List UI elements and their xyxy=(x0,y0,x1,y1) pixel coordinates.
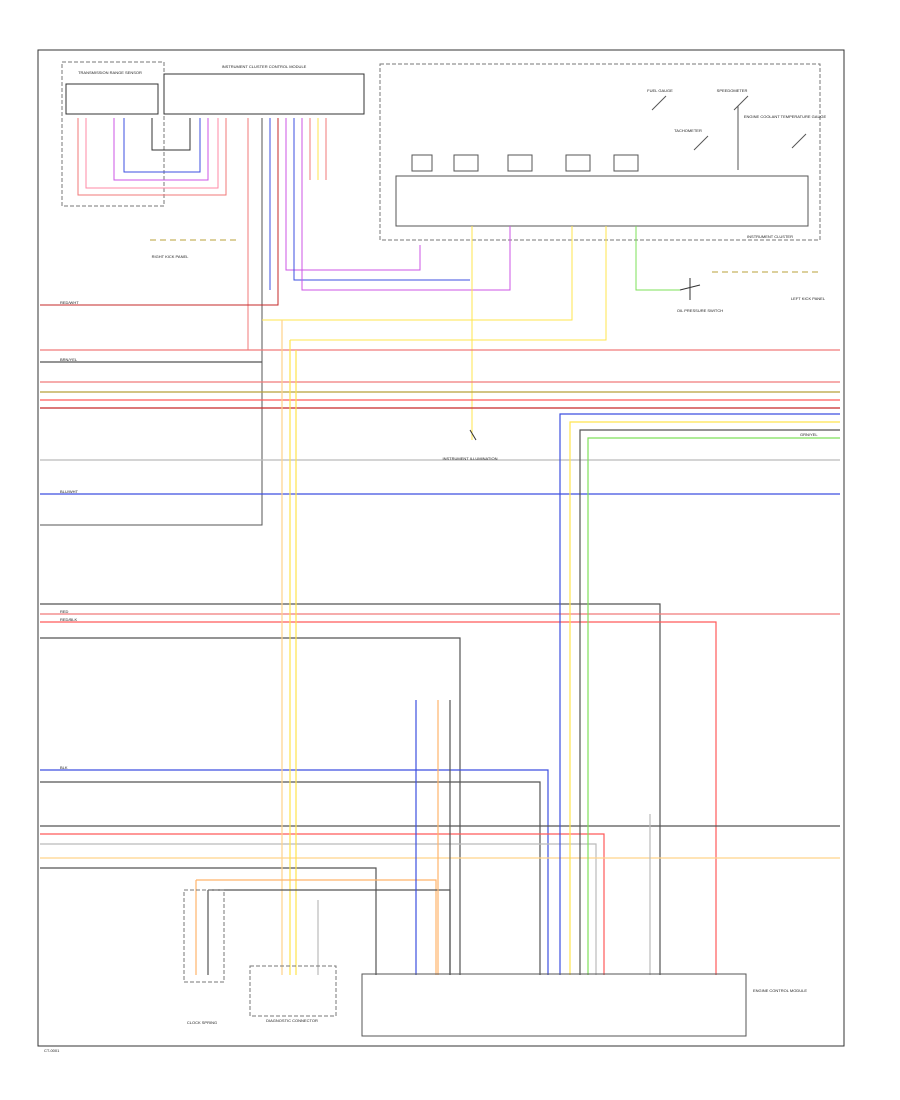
module-output-wires xyxy=(40,118,511,526)
diagnostic-connector: DIAGNOSTIC CONNECTOR xyxy=(249,965,337,1023)
speedometer-label: SPEEDOMETER xyxy=(717,88,748,93)
diag-feed-wires xyxy=(195,320,451,975)
instrument-illumination-label: INSTRUMENT ILLUMINATION xyxy=(443,456,498,461)
right-kick-panel-ground: RIGHT KICK PANEL xyxy=(150,239,238,259)
instrument-illumination: INSTRUMENT ILLUMINATION xyxy=(443,429,498,461)
cluster-pin-wires xyxy=(262,226,680,440)
wire-label-blu-wht: BLU/WHT xyxy=(60,489,79,494)
oil-pressure-switch: OIL PRESSURE SWITCH xyxy=(677,278,723,313)
gauge-arrows xyxy=(651,95,807,170)
right-kick-panel-label: RIGHT KICK PANEL xyxy=(152,254,190,259)
instrument-cluster: INSTRUMENT CLUSTER FUEL GAUGE SPEEDOMETE… xyxy=(379,63,827,241)
fuel-gauge-label: FUEL GAUGE xyxy=(647,88,673,93)
ecm-feed-wires xyxy=(559,413,840,975)
clock-spring-label: CLOCK SPRING xyxy=(187,1020,217,1025)
indicator-lamps xyxy=(411,154,639,172)
diagram-frame xyxy=(37,49,845,1047)
bus-wires xyxy=(40,349,840,975)
left-kick-panel-ground: LEFT KICK PANEL xyxy=(712,271,826,301)
clock-spring: CLOCK SPRING xyxy=(183,889,225,1025)
control-module-label: INSTRUMENT CLUSTER CONTROL MODULE xyxy=(222,64,307,69)
transmission-range-sensor-label: TRANSMISSION RANGE SENSOR xyxy=(78,70,142,75)
transmission-range-sensor: TRANSMISSION RANGE SENSOR xyxy=(61,61,165,207)
wire-label-red: RED xyxy=(60,609,69,614)
diagnostic-connector-label: DIAGNOSTIC CONNECTOR xyxy=(266,1018,318,1023)
trs-wire-bundle xyxy=(77,118,227,196)
ecm-label: ENGINE CONTROL MODULE xyxy=(753,988,807,993)
wire-label-grn-yel: GRN/YEL xyxy=(800,432,818,437)
wire-label-red-blk: RED/BLK xyxy=(60,617,77,622)
left-kick-panel-label: LEFT KICK PANEL xyxy=(791,296,826,301)
instrument-cluster-label: INSTRUMENT CLUSTER xyxy=(747,234,793,239)
control-module-top: INSTRUMENT CLUSTER CONTROL MODULE xyxy=(163,64,365,115)
footer-code: CT-0001 xyxy=(44,1048,60,1053)
wire-label-blk: BLK xyxy=(60,765,68,770)
wire-label-red-wht: RED/WHT xyxy=(60,300,79,305)
engine-control-module: ENGINE CONTROL MODULE xyxy=(361,973,807,1037)
oil-pressure-switch-label: OIL PRESSURE SWITCH xyxy=(677,308,723,313)
left-wire-labels: RED/WHT BRN/YEL BLU/WHT RED RED/BLK BLK … xyxy=(60,300,818,770)
coolant-gauge-label: ENGINE COOLANT TEMPERATURE GAUGE xyxy=(744,114,827,119)
wire-label-brn-yel: BRN/YEL xyxy=(60,357,78,362)
tachometer-label: TACHOMETER xyxy=(674,128,702,133)
